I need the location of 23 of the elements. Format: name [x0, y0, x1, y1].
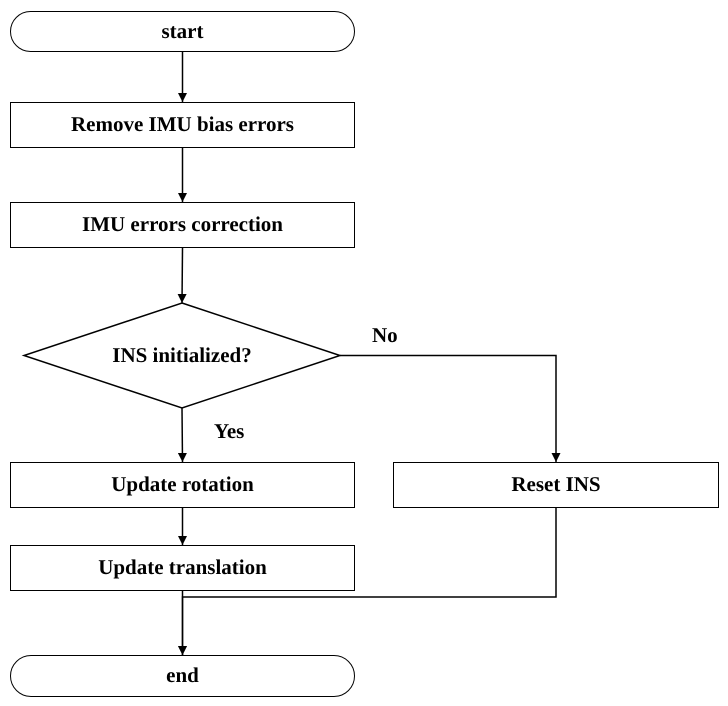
- node-label: end: [166, 664, 199, 688]
- terminal-shape: [10, 11, 355, 52]
- process-box: [10, 545, 355, 591]
- process-box: [393, 462, 719, 508]
- arrow: [178, 148, 187, 202]
- arrow: [178, 508, 187, 545]
- node-label: Remove IMU bias errors: [71, 113, 294, 137]
- arrow: [178, 248, 187, 303]
- decision-diamond: [24, 303, 340, 408]
- arrow: [178, 408, 187, 462]
- node-label: IMU errors correction: [82, 213, 283, 237]
- node-label: INS initialized?: [112, 344, 252, 368]
- arrow: [340, 354, 560, 462]
- node-label: Reset INS: [511, 473, 601, 497]
- node-label: start: [162, 20, 204, 44]
- process-box: [10, 102, 355, 148]
- node-label: Update rotation: [111, 473, 254, 497]
- process-box: [10, 202, 355, 248]
- arrow: [178, 52, 187, 102]
- arrow: [178, 508, 557, 655]
- node-label: Update translation: [98, 556, 267, 580]
- terminal-shape: [10, 655, 355, 697]
- process-box: [10, 462, 355, 508]
